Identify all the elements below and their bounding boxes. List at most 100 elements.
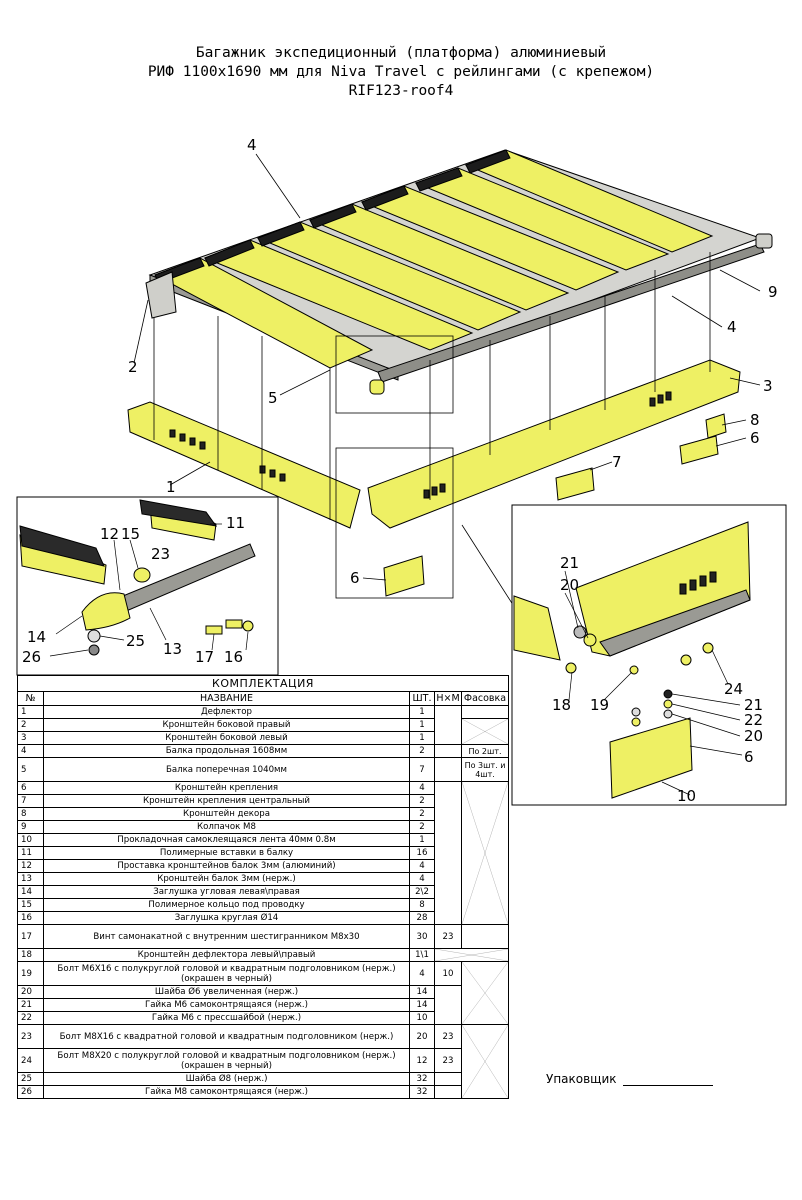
crossbar-dark — [309, 203, 357, 229]
item-name: Болт М6Х16 с полукруглой головой и квадр… — [43, 961, 410, 986]
item-qty: 14 — [409, 998, 435, 1012]
beam-section-dark — [139, 499, 218, 527]
callout: 9 — [768, 283, 778, 301]
item-qty: 12 — [409, 1048, 435, 1073]
item-name: Кронштейн декора — [43, 807, 410, 821]
not-applicable-cell — [461, 1024, 509, 1099]
assembly-lines — [153, 252, 711, 520]
item-torque — [434, 1072, 462, 1086]
item-qty: 4 — [409, 961, 435, 986]
item-name: Болт М8Х16 с квадратной головой и квадра… — [43, 1024, 410, 1049]
item-number: 16 — [17, 911, 44, 925]
item-torque: 23 — [434, 1024, 462, 1049]
deflector-slots — [169, 429, 286, 482]
callout: 23 — [151, 545, 170, 563]
item-packing: По 2шт. — [461, 744, 509, 758]
mount-bracket-rear — [679, 435, 719, 465]
col-header-number: № — [17, 691, 44, 706]
item-number: 3 — [17, 731, 44, 745]
item-torque — [434, 744, 462, 758]
item-qty: 28 — [409, 911, 435, 925]
item-number: 2 — [17, 718, 44, 732]
packer-signature-line — [622, 1085, 713, 1086]
item-torque — [434, 985, 462, 1025]
cap-m8 — [369, 379, 385, 395]
screw — [205, 625, 223, 635]
right-detail-inset — [511, 504, 787, 806]
item-number: 23 — [17, 1024, 44, 1049]
left-inset-callouts: 11 12 15 23 14 25 13 26 17 16 — [22, 514, 245, 666]
beam-section-dark — [19, 525, 105, 567]
item-name: Кронштейн боковой правый — [43, 718, 410, 732]
item-name: Заглушка круглая Ø14 — [43, 911, 410, 925]
item-torque — [434, 757, 462, 782]
item-torque: 10 — [434, 961, 462, 986]
item-qty: 2 — [409, 794, 435, 808]
item-qty: 20 — [409, 1024, 435, 1049]
inset-mount-bracket — [609, 717, 693, 799]
item-name: Шайба Ø6 увеличенная (нерж.) — [43, 985, 410, 999]
title-line-2: РИФ 1100x1690 мм для Niva Travel с рейли… — [147, 64, 655, 80]
item-qty: 1 — [409, 833, 435, 847]
callout: 21 — [560, 554, 579, 572]
callout: 4 — [727, 318, 737, 336]
corner-plug — [81, 592, 131, 631]
not-applicable-cell — [434, 948, 509, 962]
item-number: 19 — [17, 961, 44, 986]
title-line-3: RIF123-roof4 — [348, 83, 454, 99]
item-number: 22 — [17, 1011, 44, 1025]
item-number: 13 — [17, 872, 44, 886]
col-header-qty: ШТ. — [409, 691, 435, 706]
item-number: 5 — [17, 757, 44, 782]
callout: 6 — [350, 569, 360, 587]
item-name: Проставка кронштейнов балок 3мм (алюмини… — [43, 859, 410, 873]
callout: 24 — [724, 680, 743, 698]
item-torque — [434, 705, 462, 745]
deflector — [127, 401, 361, 529]
item-number: 25 — [17, 1072, 44, 1086]
item-qty: 1 — [409, 705, 435, 719]
callout: 2 — [128, 358, 138, 376]
item-number: 20 — [17, 985, 44, 999]
callout: 21 — [744, 696, 763, 714]
item-number: 18 — [17, 948, 44, 962]
mount-bracket-front — [383, 555, 425, 597]
crossbar-dark — [204, 239, 255, 267]
callout: 10 — [677, 787, 696, 805]
item-name: Кронштейн боковой левый — [43, 731, 410, 745]
main-callouts: 4 4 2 5 3 9 8 6 7 1 6 — [128, 136, 778, 587]
decor-bracket — [705, 413, 727, 439]
item-number: 8 — [17, 807, 44, 821]
nut — [88, 644, 100, 656]
callout: 13 — [163, 640, 182, 658]
item-packing — [461, 705, 509, 719]
item-number: 6 — [17, 781, 44, 795]
side-panel-right — [367, 359, 741, 529]
table-caption: КОМПЛЕКТАЦИЯ — [17, 675, 509, 692]
bolt-head — [680, 654, 692, 666]
leader-line — [149, 607, 167, 641]
drawing-title: Багажник экспедиционный (платформа) алюм… — [0, 44, 802, 101]
item-number: 10 — [17, 833, 44, 847]
item-number: 21 — [17, 998, 44, 1012]
screw — [225, 619, 243, 629]
callout: 7 — [612, 453, 622, 471]
crossbars — [153, 149, 714, 369]
item-qty: 1 — [409, 718, 435, 732]
table-header-row: № НАЗВАНИЕ ШТ. Н×М Фасовка — [17, 691, 509, 706]
callout: 6 — [750, 429, 760, 447]
item-qty: 4 — [409, 781, 435, 795]
inset-panel-lower — [599, 589, 751, 657]
col-header-packing: Фасовка — [461, 691, 509, 706]
item-torque: 23 — [434, 924, 462, 949]
side-panel-slots — [423, 391, 672, 499]
col-header-name: НАЗВАНИЕ — [43, 691, 410, 706]
crossbar-dark — [415, 167, 463, 192]
item-qty: 1\1 — [409, 948, 435, 962]
